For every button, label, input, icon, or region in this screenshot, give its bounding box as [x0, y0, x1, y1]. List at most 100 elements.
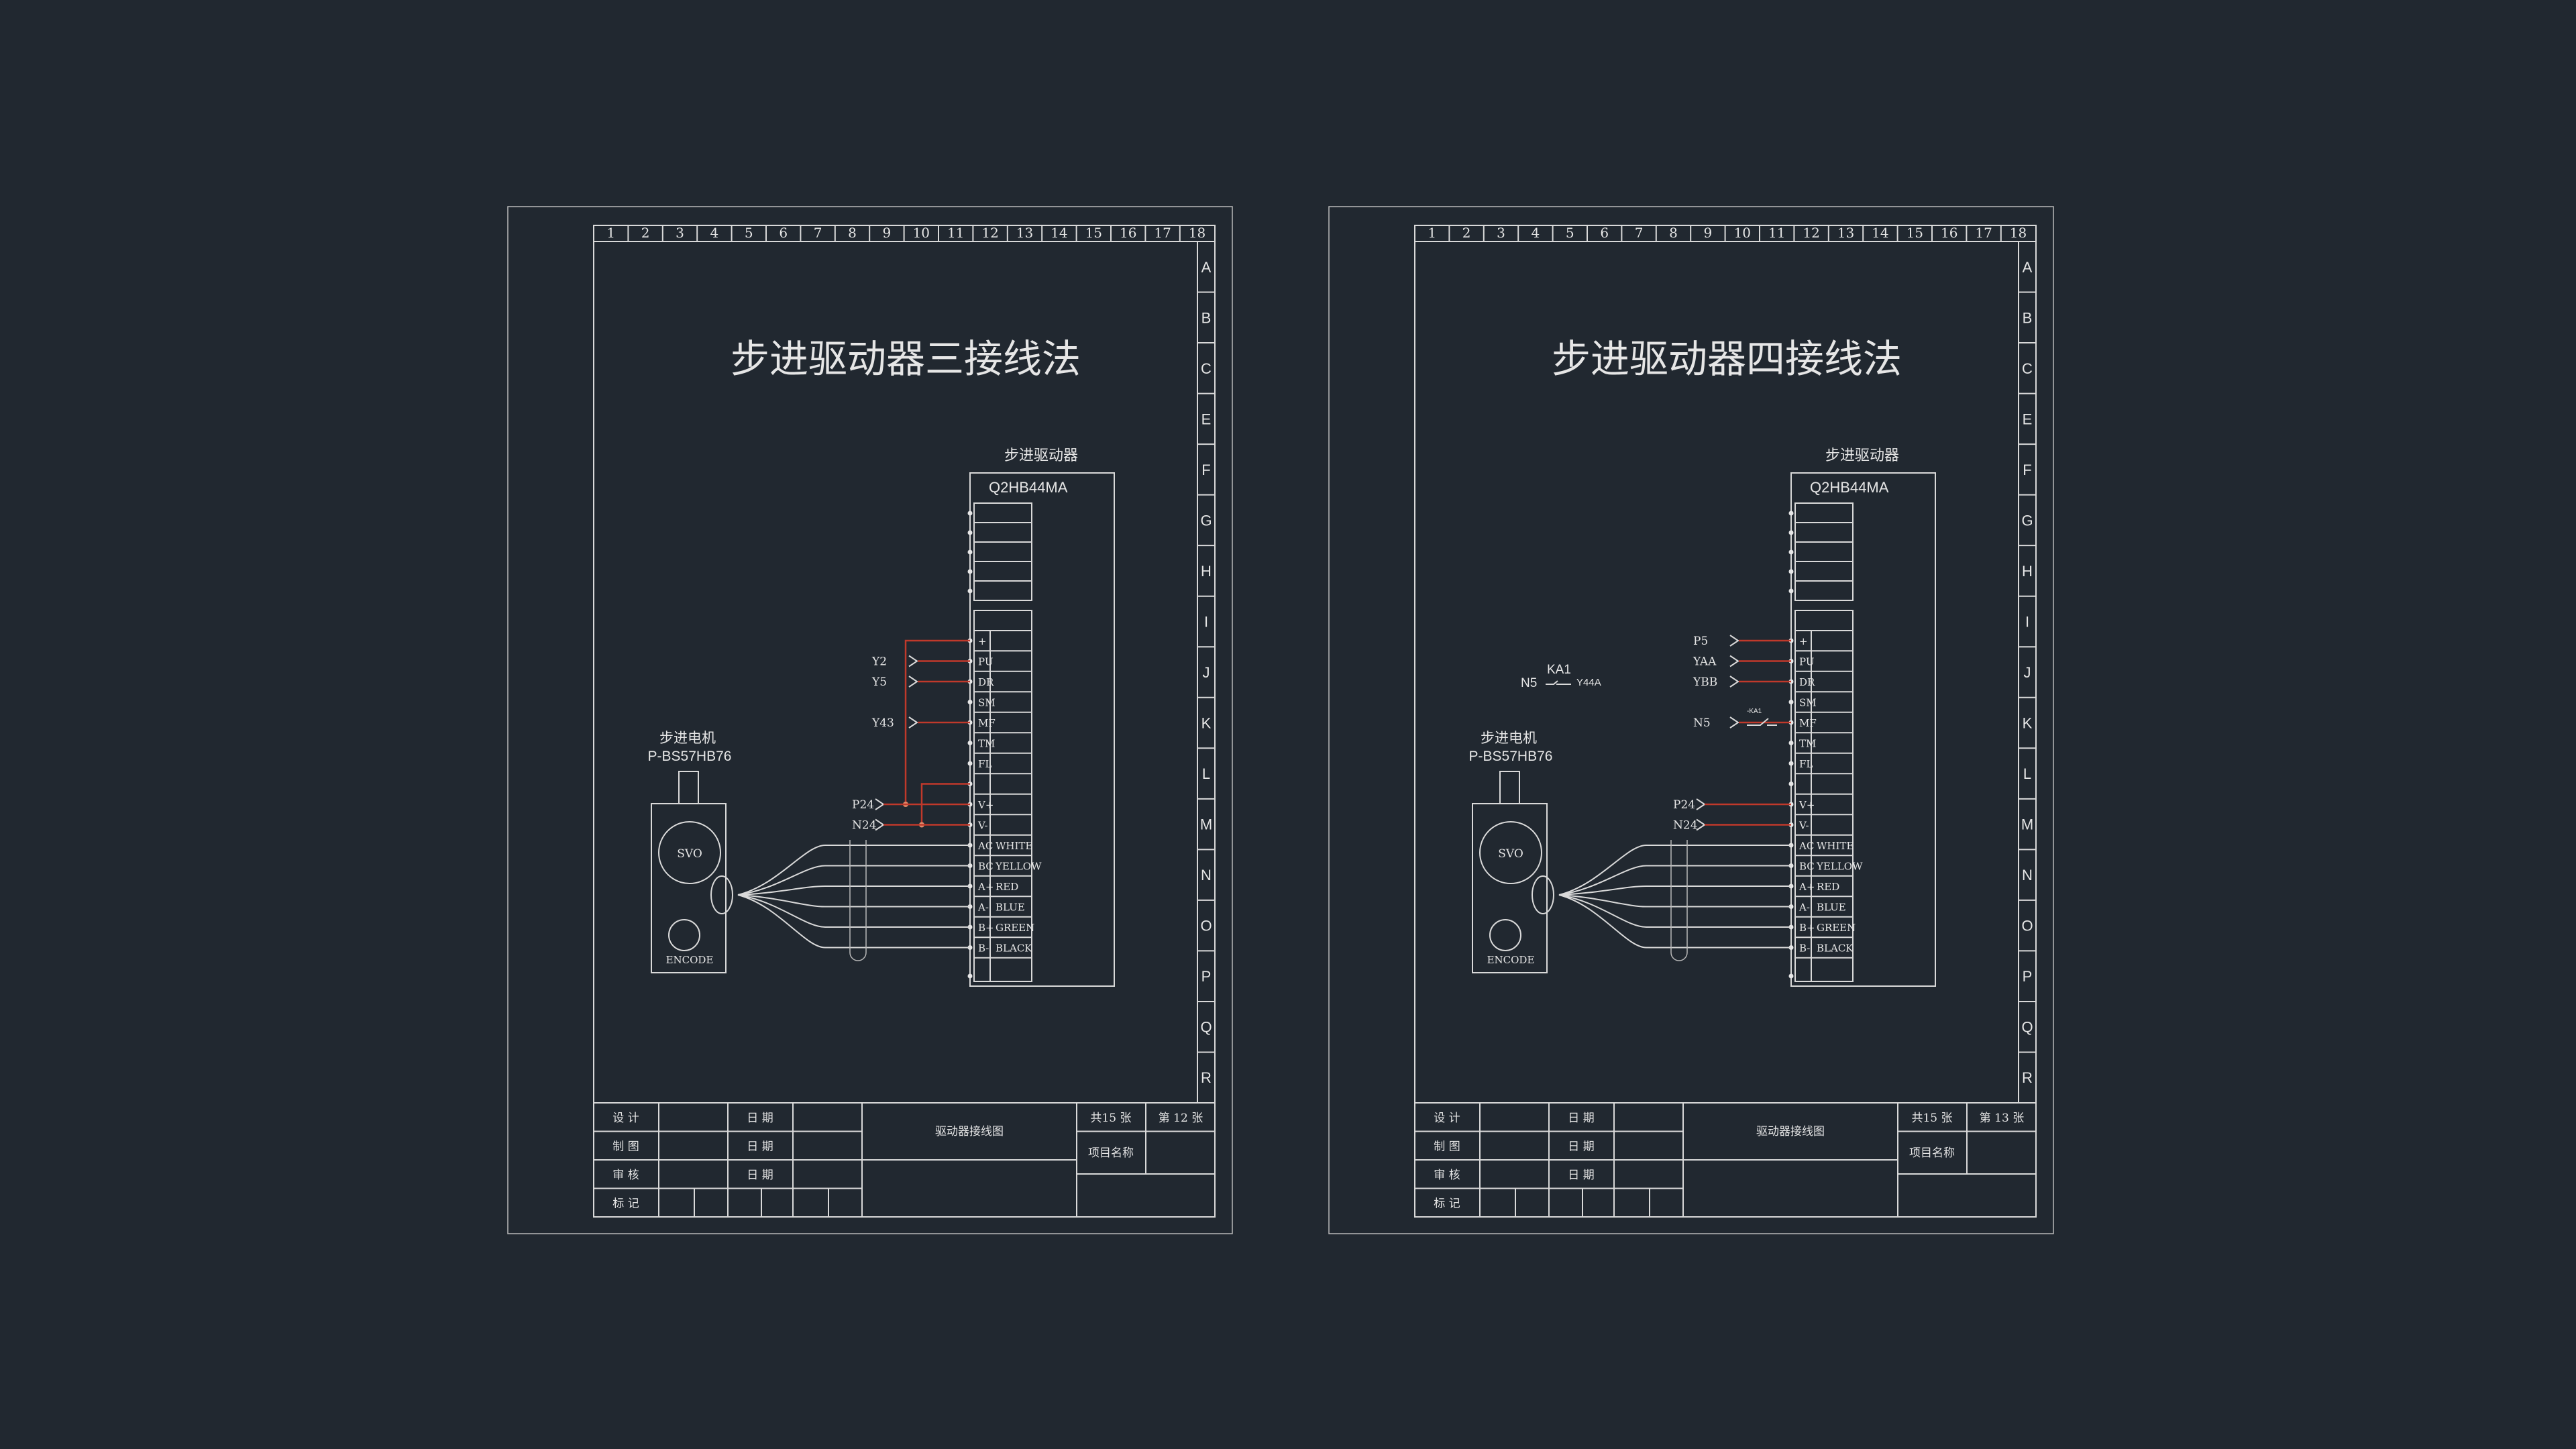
column-number: 10	[913, 225, 930, 241]
title-block-review-label: 审 核	[612, 1169, 639, 1182]
title-block-review-label: 审 核	[1434, 1169, 1460, 1182]
row-letter: F	[2023, 462, 2031, 478]
terminal-pin-label: B-	[978, 943, 989, 955]
encoder-circle	[1489, 919, 1521, 951]
column-number: 2	[641, 225, 650, 241]
motor-svo-circle	[658, 821, 721, 884]
common-feed-wire	[920, 783, 970, 825]
motor-lead-wire	[737, 865, 970, 896]
power-arrow	[1696, 818, 1706, 831]
main-terminal-block	[973, 610, 1032, 982]
terminal-pin-label: PU	[978, 656, 993, 668]
terminal-dot	[1788, 700, 1794, 704]
row-letter: J	[1203, 664, 1210, 681]
title-block-mark-label: 标 记	[1434, 1197, 1460, 1211]
driver-model: Q2HB44MA	[989, 479, 1068, 496]
row-letter: E	[1201, 411, 1212, 427]
project-name-label: 项目名称	[1909, 1146, 1955, 1160]
terminal-pin-label: V+	[1799, 799, 1815, 811]
motor-body	[651, 803, 727, 973]
column-number: 15	[1907, 225, 1923, 241]
column-number: 9	[883, 225, 892, 241]
terminal-pin-label: A-	[977, 902, 989, 914]
motor-shaft	[1499, 771, 1520, 804]
row-letter: A	[2023, 259, 2033, 276]
motor-body	[1472, 803, 1548, 973]
terminal-dot	[967, 588, 973, 594]
column-number: 16	[1120, 225, 1136, 241]
motor-lead-wire	[1558, 894, 1791, 928]
driver-caption: 步进驱动器	[1004, 447, 1078, 464]
wire-color-label: RED	[1817, 881, 1839, 893]
column-number: 3	[1497, 225, 1505, 241]
terminal-pin-label: TM	[978, 738, 995, 750]
column-number: 2	[1462, 225, 1471, 241]
row-letter: H	[1201, 563, 1212, 580]
terminal-dot	[1788, 973, 1794, 979]
column-number: 14	[1872, 225, 1888, 241]
relay-left-label: N5	[1521, 676, 1537, 690]
terminal-dot	[1788, 511, 1794, 516]
row-letter: B	[1201, 309, 1212, 326]
motor-lead-wire	[737, 845, 970, 896]
upper-terminal-block	[973, 502, 1032, 601]
terminal-dot	[967, 700, 973, 704]
title-block-mark-label: 标 记	[612, 1197, 639, 1211]
terminal-dot	[1788, 741, 1794, 745]
terminal-pin-label: MF	[978, 717, 996, 729]
title-block-date-label: 日 期	[747, 1112, 773, 1125]
relay-right-label: Y44A	[1576, 677, 1601, 688]
motor-lead-wire	[1558, 845, 1791, 896]
diagram-title: 步进驱动器四接线法	[1552, 336, 1902, 382]
motor-lead-wire	[1558, 894, 1791, 949]
power-label: P24	[1673, 798, 1695, 812]
terminal-pin-label: +	[1799, 635, 1808, 647]
terminal-dot	[1788, 549, 1794, 555]
wire-color-label: RED	[996, 881, 1018, 893]
terminal-dot	[967, 530, 973, 535]
row-letter: M	[1200, 816, 1212, 833]
column-number: 9	[1704, 225, 1713, 241]
terminal-pin-label: SM	[1799, 697, 1817, 709]
signal-label: Y2	[871, 655, 887, 669]
wire-color-label: WHITE	[1817, 840, 1854, 852]
signal-arrow	[1729, 716, 1739, 729]
terminal-pin-label: FL	[978, 758, 991, 770]
wire-color-label: BLUE	[996, 902, 1025, 914]
signal-label: Y5	[871, 676, 887, 689]
plus-feed-wire	[904, 639, 970, 804]
terminal-dot	[1788, 588, 1794, 594]
cable-shield	[1670, 840, 1688, 961]
power-arrow	[875, 798, 885, 810]
terminal-pin-label: DR	[978, 676, 994, 688]
motor-caption: 步进电机	[1481, 730, 1537, 746]
row-letter: R	[2022, 1069, 2033, 1086]
column-number: 1	[606, 225, 615, 241]
signal-arrow	[908, 676, 918, 688]
row-letter: O	[1200, 918, 1212, 934]
row-letter: M	[2021, 816, 2033, 833]
power-label: P24	[852, 798, 874, 812]
column-number: 18	[2010, 225, 2027, 241]
terminal-pin-label: V-	[977, 820, 988, 832]
row-letter: Q	[2021, 1019, 2033, 1036]
title-block-date-label: 日 期	[1568, 1140, 1594, 1154]
upper-terminal-block	[1794, 502, 1854, 601]
project-name-label: 项目名称	[1088, 1146, 1134, 1160]
terminal-dot	[967, 569, 973, 574]
motor-lead-wire	[737, 894, 970, 949]
row-letter: N	[2022, 867, 2033, 883]
relay-name: KA1	[1547, 663, 1571, 677]
row-letter: P	[2023, 968, 2033, 985]
column-number: 7	[814, 225, 822, 241]
terminal-pin-label: V-	[1799, 820, 1809, 832]
terminal-pin-label: BC	[978, 861, 994, 873]
row-letter: R	[1201, 1069, 1212, 1086]
column-number: 17	[1154, 225, 1171, 241]
encoder-circle	[668, 919, 700, 951]
signal-arrow	[1729, 635, 1739, 647]
drawing-name: 驱动器接线图	[935, 1125, 1004, 1138]
title-block-draw-label: 制 图	[612, 1140, 639, 1154]
